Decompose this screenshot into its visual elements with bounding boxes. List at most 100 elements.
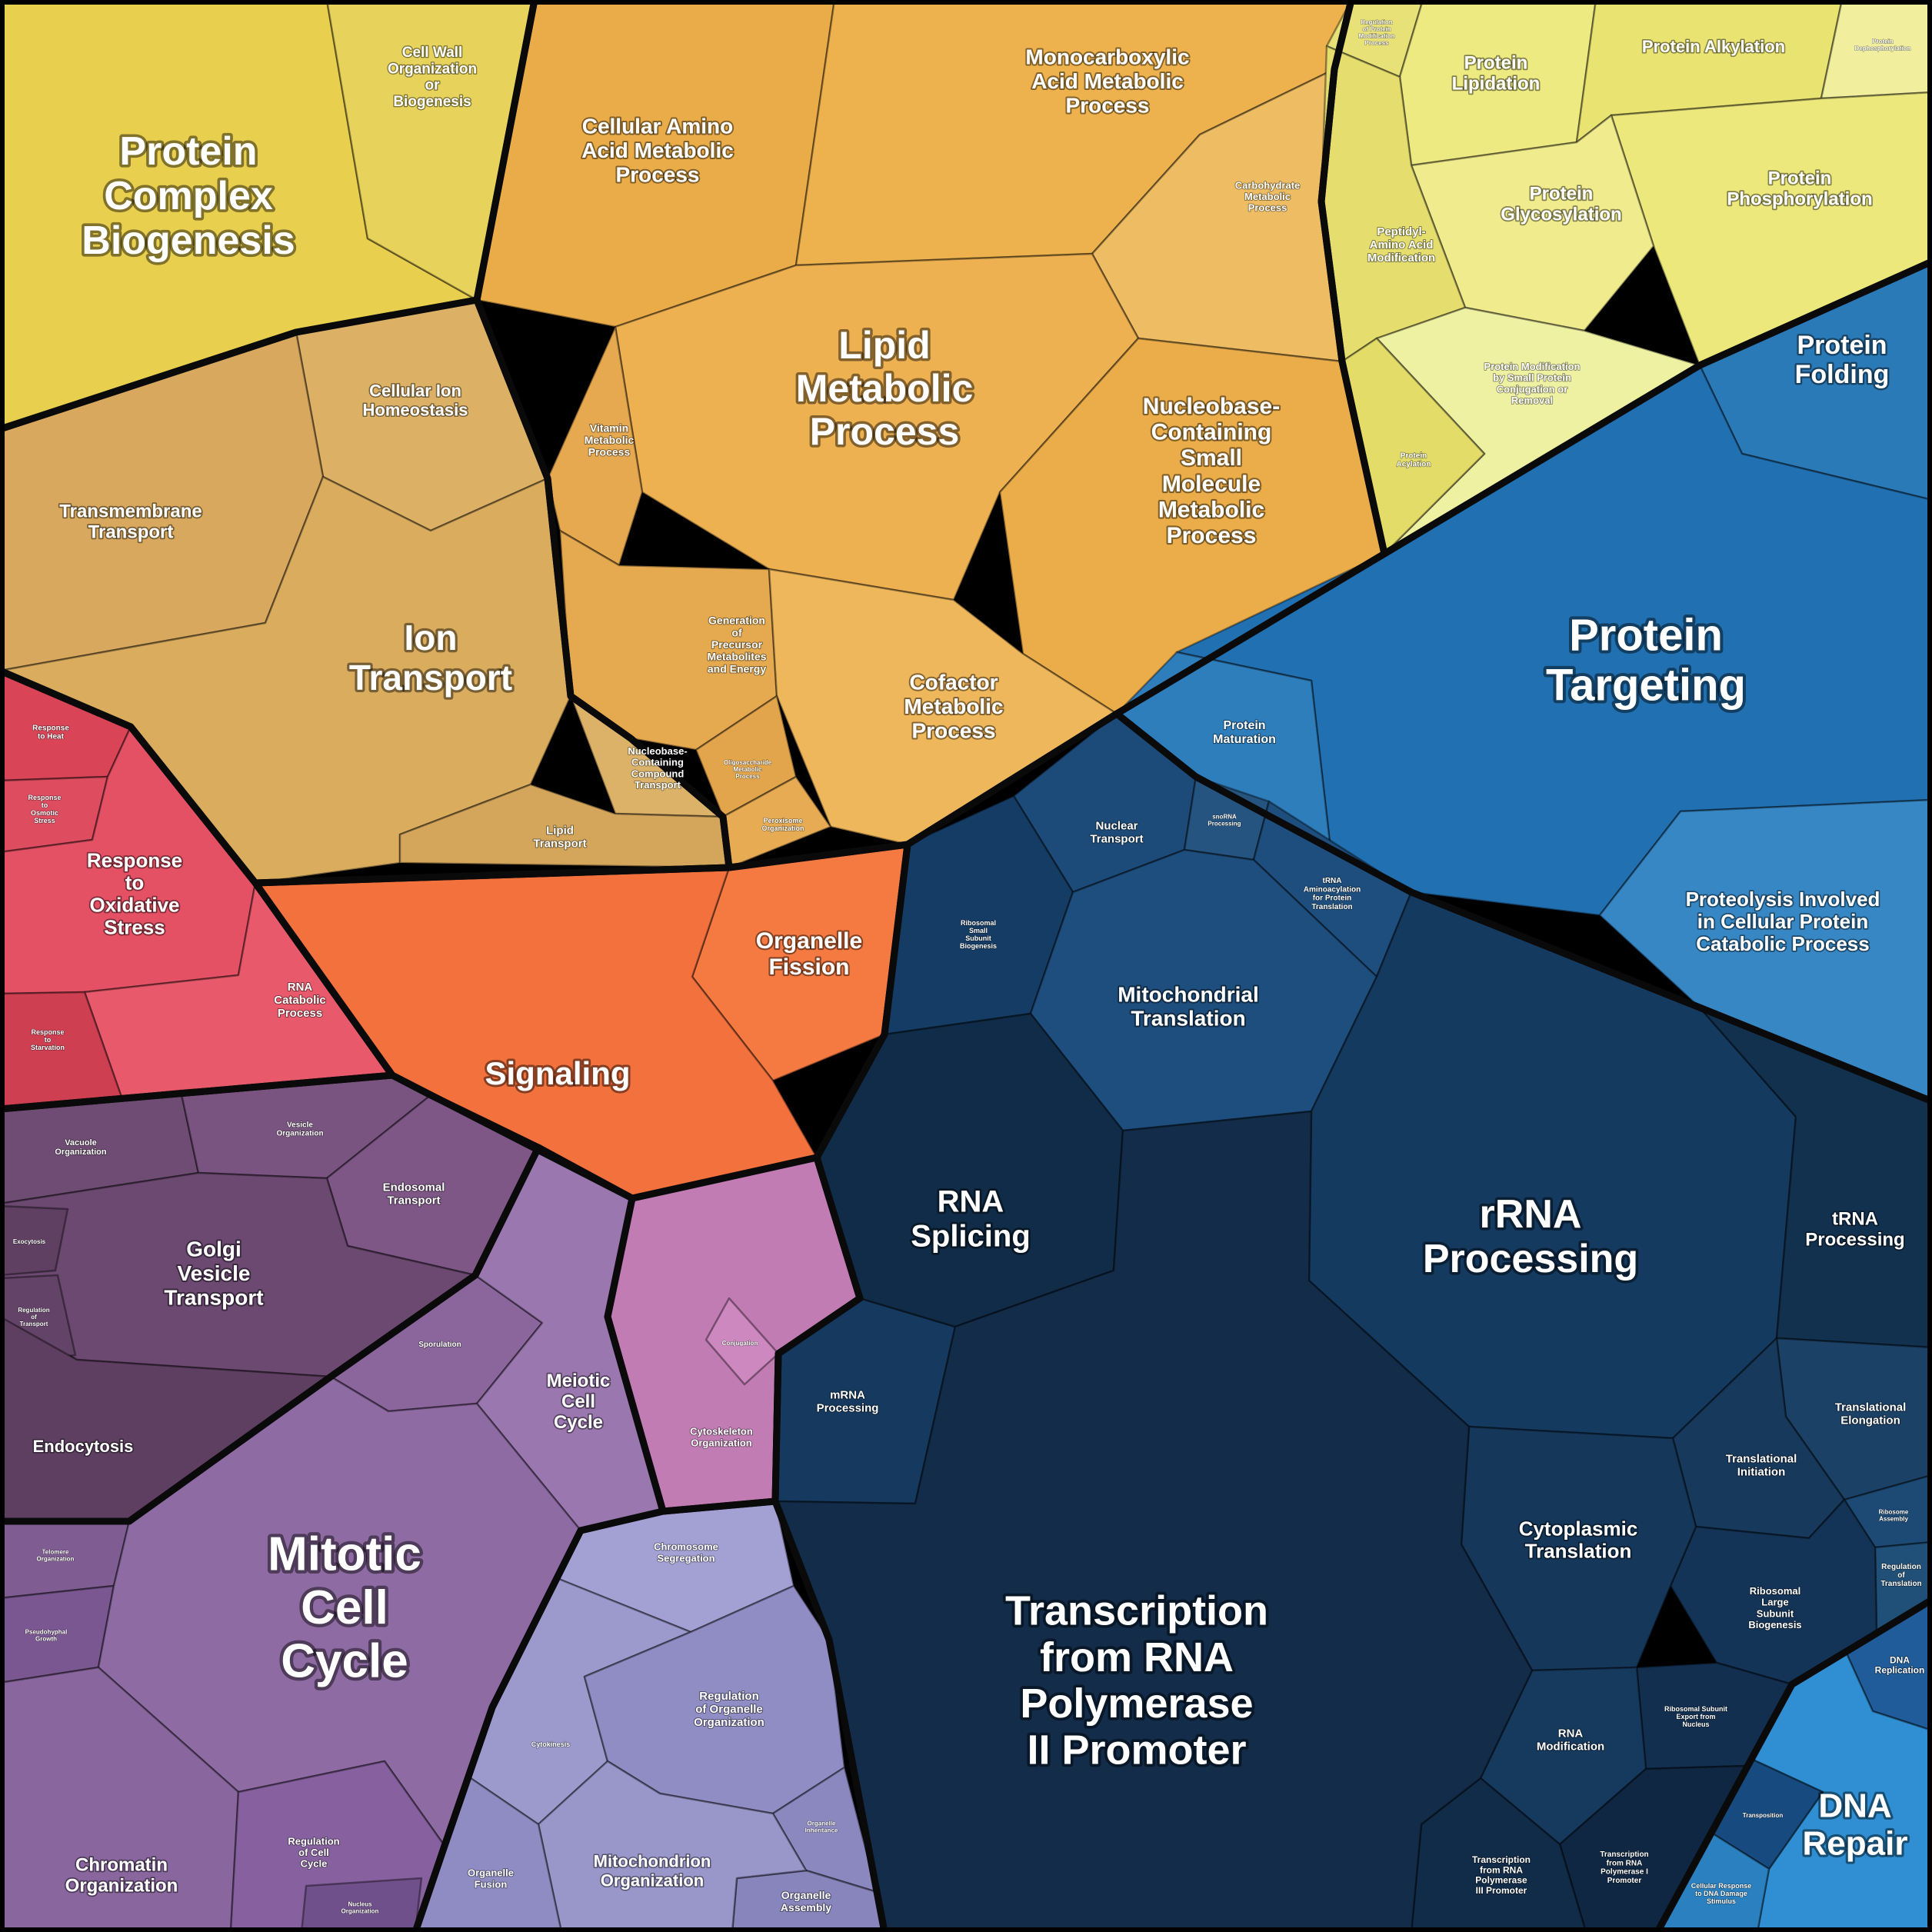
cell-transcription-rna-pol-iii [1410,1777,1587,1932]
group-outline-dna-lightblue [1654,1596,1932,1932]
label-protein-alkylation: Protein Alkylation [1642,37,1785,56]
cell-protein-dephosphorylation [1820,0,1932,100]
cell-vitamin-metabolic [546,325,644,567]
cell-transcription-rna-pol-ii [774,1110,1534,1932]
cell-exocytosis [0,1204,69,1277]
label-sporulation: Sporulation [418,1341,461,1349]
cell-proteolysis-cellular-protein-catabolic [1598,798,1932,1103]
label-conjugation: Conjugation [722,1340,758,1347]
cell-cytoplasmic-translation [1460,1425,1697,1672]
label-signaling: Signaling [485,1055,631,1091]
label-transposition: Transposition [1743,1812,1784,1819]
cell-conjugation [705,1297,780,1386]
label-exocytosis: Exocytosis [13,1238,46,1245]
group-outline-organelle-periwinkle [411,1497,888,1932]
cell-ribosome-assembly [1843,1474,1932,1549]
group-outline-rna-translation-navy [771,710,1932,1932]
cell-mitochondrion-organization [537,1760,808,1932]
label-endocytosis: Endocytosis [33,1437,134,1456]
